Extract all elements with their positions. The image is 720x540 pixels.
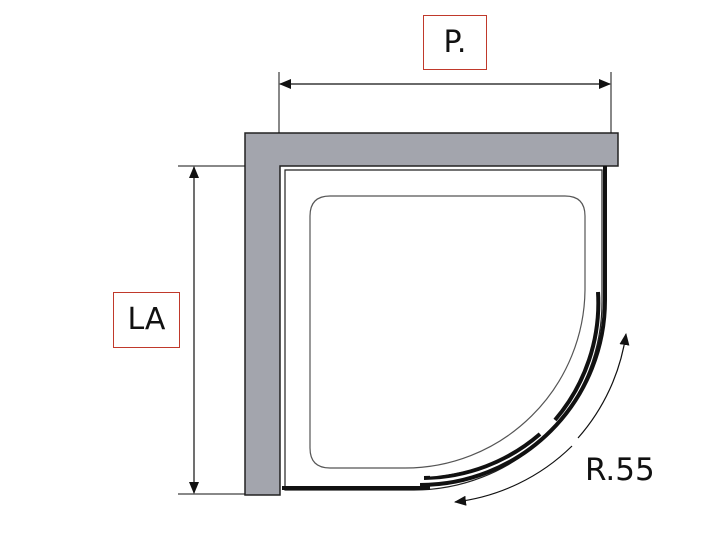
depth-label: LA — [127, 302, 166, 337]
inner-tray-outline — [284, 169, 603, 491]
curved-door-highlight — [429, 304, 596, 477]
radius-arrow-lower — [454, 445, 573, 506]
radius-label: R.55 — [585, 452, 655, 488]
wall-l-shape — [244, 132, 619, 496]
radius-arrow-upper — [577, 333, 630, 439]
curved-door-outer — [419, 299, 607, 487]
curved-door-inner-1 — [553, 291, 601, 422]
width-label-box: P. — [423, 15, 487, 70]
curved-door-inner-2 — [423, 432, 542, 480]
tray-basin — [309, 195, 586, 469]
depth-label-box: LA — [113, 292, 180, 348]
width-label: P. — [443, 24, 467, 60]
